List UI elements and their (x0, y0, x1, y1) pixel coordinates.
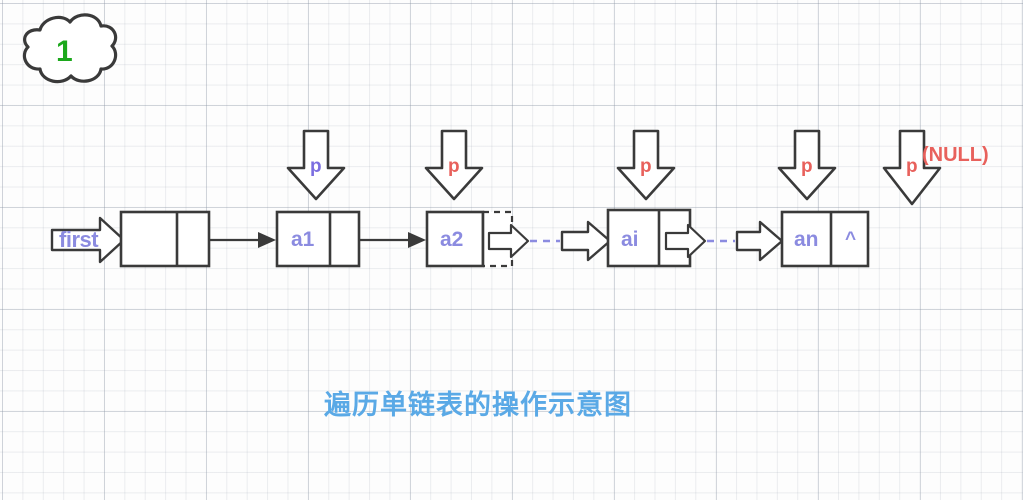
cloud-badge-label: 1 (56, 35, 73, 68)
ellipsis-block-arrow-before-ai (560, 220, 612, 262)
link-a1-to-a2 (359, 232, 426, 248)
pointer-arrow-over-a1 (286, 129, 346, 201)
pointer-label-p-null: p (906, 156, 918, 177)
node-a1-box (275, 210, 361, 268)
a2-next-block-arrow (487, 223, 530, 259)
node-a1-value: a1 (291, 228, 315, 251)
node-ai-value: ai (621, 228, 639, 251)
pointer-label-p-over-ai: p (640, 156, 652, 177)
diagram-title: 遍历单链表的操作示意图 (324, 390, 632, 420)
cloud-badge-shape (22, 13, 118, 84)
null-suffix-label: (NULL) (922, 144, 989, 166)
node-a2-value: a2 (440, 228, 464, 251)
first-block-arrow (50, 216, 126, 264)
pointer-label-p-over-a1: p (310, 156, 322, 177)
node-an-box (780, 210, 870, 268)
link-head-to-a1 (209, 232, 276, 248)
pointer-arrow-null (882, 129, 942, 206)
pointer-arrow-over-an (777, 129, 837, 201)
pointer-label-p-over-an: p (801, 156, 813, 177)
pointer-arrow-over-ai (616, 129, 676, 201)
pointer-arrow-over-a2 (424, 129, 484, 201)
node-an-null-caret: ^ (845, 229, 857, 250)
ai-next-block-arrow (664, 223, 707, 259)
first-pointer-label: first (59, 227, 99, 252)
node-an-value: an (794, 228, 819, 251)
ellipsis-block-arrow-before-an (735, 220, 784, 262)
node-head-box (119, 210, 211, 268)
pointer-label-p-over-a2: p (448, 156, 460, 177)
